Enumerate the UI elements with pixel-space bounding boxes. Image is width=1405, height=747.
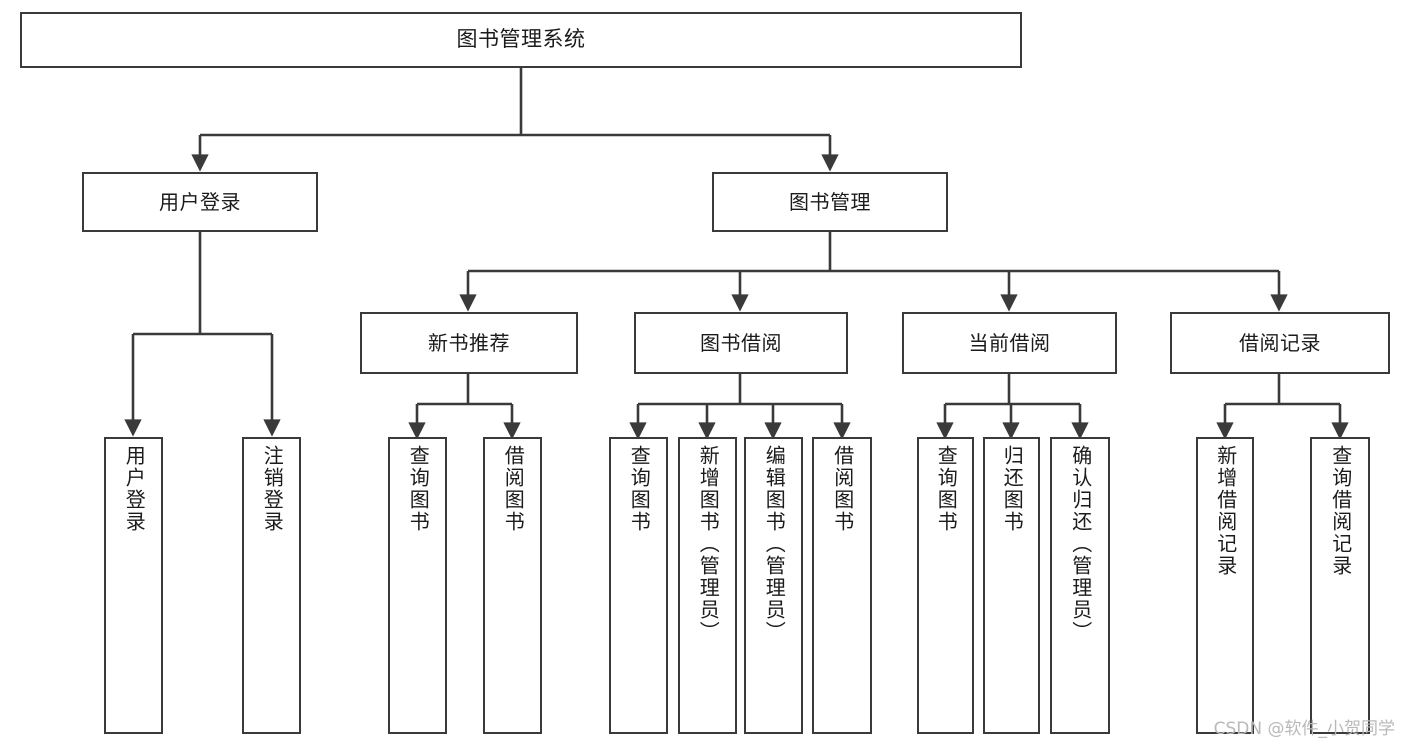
- node-current-borrow[interactable]: 当前借阅: [902, 312, 1117, 374]
- node-borrow-record[interactable]: 借阅记录: [1170, 312, 1390, 374]
- leaf-current-borrow-return-book[interactable]: 归还图书: [983, 437, 1040, 734]
- node-book-management[interactable]: 图书管理: [712, 172, 948, 232]
- leaf-label: 查询借阅记录: [1328, 445, 1353, 577]
- leaf-book-borrow-borrow-book[interactable]: 借阅图书: [812, 437, 872, 734]
- node-root-label: 图书管理系统: [456, 27, 586, 52]
- leaf-label: 查询图书: [627, 445, 652, 533]
- node-current-borrow-label: 当前借阅: [968, 330, 1051, 355]
- leaf-label: 归还图书: [1000, 445, 1025, 533]
- leaf-borrow-record-add-record[interactable]: 新增借阅记录: [1196, 437, 1254, 734]
- leaf-current-borrow-confirm-return[interactable]: 确认归还（管理员）: [1050, 437, 1110, 734]
- csdn-watermark: CSDN @软件_小贺同学: [1213, 719, 1395, 739]
- leaf-book-borrow-add-book[interactable]: 新增图书（管理员）: [678, 437, 737, 734]
- leaf-label: 查询图书: [406, 445, 431, 533]
- leaf-user-login-logout[interactable]: 注销登录: [242, 437, 301, 734]
- leaf-book-borrow-edit-book[interactable]: 编辑图书（管理员）: [744, 437, 803, 734]
- leaf-new-book-borrow-book[interactable]: 借阅图书: [483, 437, 542, 734]
- leaf-label: 查询图书: [934, 445, 959, 533]
- leaf-label: 新增图书（管理员）: [696, 445, 721, 643]
- leaf-label: 确认归还（管理员）: [1068, 445, 1093, 643]
- node-root[interactable]: 图书管理系统: [20, 12, 1022, 68]
- node-borrow-record-label: 借阅记录: [1239, 330, 1321, 355]
- leaf-label: 借阅图书: [830, 445, 855, 533]
- leaf-label: 编辑图书（管理员）: [762, 445, 787, 643]
- leaf-current-borrow-query-book[interactable]: 查询图书: [917, 437, 974, 734]
- node-book-management-label: 图书管理: [789, 189, 871, 214]
- leaf-label: 用户登录: [122, 445, 147, 533]
- node-user-login-label: 用户登录: [159, 189, 241, 214]
- leaf-label: 借阅图书: [501, 445, 526, 533]
- node-book-borrow-label: 图书借阅: [700, 330, 782, 355]
- node-new-book-recommend-label: 新书推荐: [428, 330, 510, 355]
- leaf-label: 新增借阅记录: [1213, 445, 1238, 577]
- node-user-login[interactable]: 用户登录: [82, 172, 318, 232]
- leaf-book-borrow-query-book[interactable]: 查询图书: [609, 437, 668, 734]
- leaf-user-login-login[interactable]: 用户登录: [104, 437, 163, 734]
- leaf-label: 注销登录: [260, 445, 285, 533]
- node-new-book-recommend[interactable]: 新书推荐: [360, 312, 578, 374]
- leaf-borrow-record-query-record[interactable]: 查询借阅记录: [1310, 437, 1370, 734]
- leaf-new-book-query-book[interactable]: 查询图书: [388, 437, 447, 734]
- node-book-borrow[interactable]: 图书借阅: [634, 312, 848, 374]
